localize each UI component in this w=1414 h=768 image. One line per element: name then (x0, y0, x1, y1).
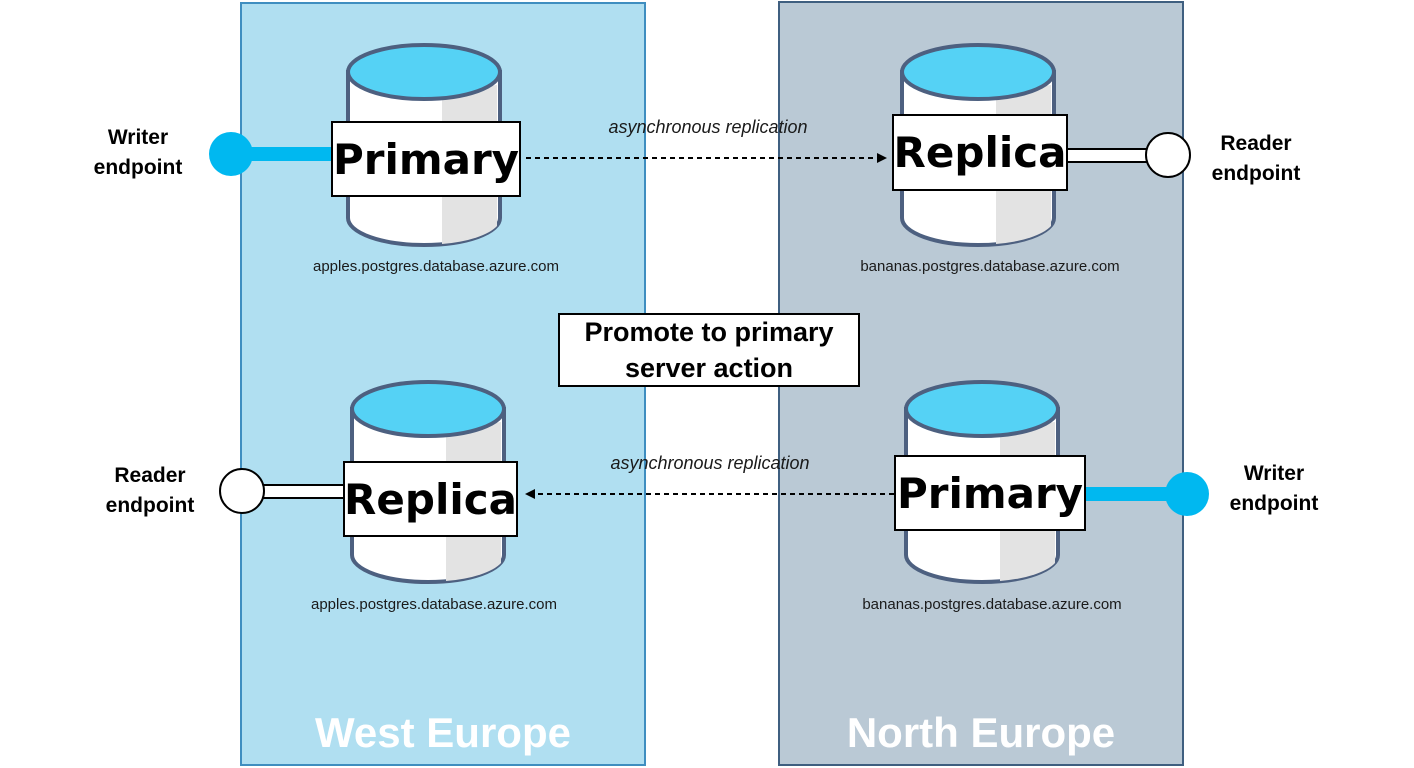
writer-endpoint-connector (209, 132, 333, 176)
server-hostname: bananas.postgres.database.azure.com (862, 596, 1122, 613)
endpoint-label-line: Writer (1243, 462, 1305, 485)
server-hostname: bananas.postgres.database.azure.com (860, 258, 1120, 275)
replication-label: asynchronous replication (608, 117, 808, 137)
action-label-line: server action (624, 353, 794, 383)
primary-role-box: Primary (894, 455, 1086, 531)
north-europe-label: North Europe (846, 709, 1116, 756)
endpoint-label-line: Reader (114, 464, 186, 487)
writer-endpoint-connector (1085, 472, 1209, 516)
promote-action-box: Promote to primary server action (558, 313, 860, 387)
server-hostname: apples.postgres.database.azure.com (311, 596, 557, 613)
endpoint-label-line: endpoint (1211, 162, 1301, 185)
action-label-line: Promote to primary (584, 317, 834, 347)
server-hostname: apples.postgres.database.azure.com (313, 258, 559, 275)
endpoint-label-line: endpoint (93, 156, 183, 179)
reader-endpoint-label: Reader endpoint (1196, 129, 1316, 189)
replication-label: asynchronous replication (610, 453, 810, 473)
endpoint-label-line: endpoint (105, 494, 195, 517)
west-europe-label: West Europe (315, 709, 571, 756)
reader-endpoint-label: Reader endpoint (90, 461, 210, 521)
endpoint-label-line: Reader (1220, 132, 1292, 155)
endpoint-label-line: endpoint (1229, 492, 1319, 515)
writer-endpoint-label: Writer endpoint (1214, 459, 1334, 519)
replica-role-box: Replica (343, 461, 518, 537)
replica-role-box: Replica (892, 114, 1068, 191)
endpoint-label-line: Writer (107, 126, 169, 149)
reader-endpoint-connector (1065, 132, 1191, 178)
writer-endpoint-label: Writer endpoint (78, 123, 198, 183)
primary-role-box: Primary (331, 121, 521, 197)
reader-endpoint-connector (219, 468, 346, 514)
